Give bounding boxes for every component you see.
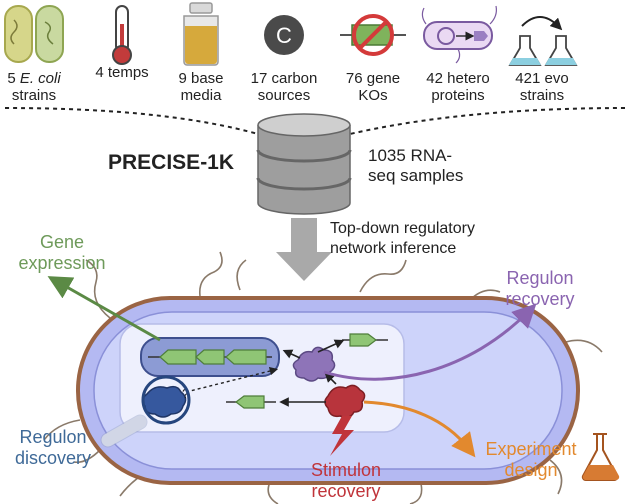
carbon-symbol: C [276,23,292,48]
magnifier-icon [100,375,191,448]
thermometer-icon [112,5,132,65]
label-gene-kos: 76 gene KOs [333,70,413,104]
gene-expression-arrow [47,276,161,342]
label-carbon-sources: 17 carbon sources [240,70,328,104]
stimulon-recovery-label: Stimulon recovery [296,460,396,502]
regulation-arrow-upper-gene [317,339,345,353]
gene-expression-line2: expression [18,253,106,273]
regulation-arrow-operon [282,349,301,359]
evo-strains-line2: strains [519,87,565,104]
gene-expression-line1: Gene [39,232,85,252]
method-line2: network inference [330,240,457,257]
stimulon-recovery-line1: Stimulon [310,460,382,480]
evolution-flasks-icon [508,16,578,66]
carbon-source-icon: C [264,15,304,55]
regulon-recovery-line1: Regulon [506,268,574,288]
operon-gene-3 [225,349,267,365]
samples-line2: seq samples [368,166,464,185]
carbon-sources-line1: 17 carbon [250,70,318,87]
regulon-recovery-arrow [323,303,537,381]
gene-knockout-icon [340,14,406,56]
ecoli-count-text: 5 [7,70,20,87]
temps-text: 4 temps [95,64,149,81]
ecoli-species-text: E. coli [19,70,61,87]
experiment-design-line2: design [504,460,558,480]
experiment-flask-icon [581,433,620,481]
gene-kos-line2: KOs [358,87,388,104]
stimulon-recovery-line2: recovery [311,481,381,501]
heterologous-protein-icon [421,5,497,64]
label-base-media: 9 base media [161,70,241,104]
evo-strains-line1: 421 evo [515,70,569,87]
experiment-design-label: Experiment design [476,439,586,481]
cell-flagella [43,251,603,504]
dataset-title: PRECISE-1K [108,151,235,174]
carbon-sources-line2: sources [257,87,311,104]
stimulus-lightning-icon [330,416,354,456]
gene-upper-right [342,333,388,347]
gene-lower [226,395,276,409]
operon-gene-2 [195,349,225,365]
regulon-discovery-label: Regulon discovery [8,427,98,469]
unknown-regulator-blue [141,385,187,418]
operon-gene-1 [159,349,197,365]
funnel-right-dash [349,107,626,135]
stimulus-regulator-red [324,384,366,419]
samples-label: 1035 RNA- seq samples [368,146,463,186]
experiment-design-arrow [363,400,476,458]
funnel-left-dash [4,107,259,135]
experiment-design-line1: Experiment [485,439,577,459]
method-label: Top-down regulatory network inference [330,219,475,259]
gene-kos-line1: 76 gene [345,70,401,87]
down-arrow [276,218,332,281]
media-bottle-icon [183,2,219,66]
base-media-line1: 9 base [178,70,224,87]
method-line1: Top-down regulatory [330,220,475,237]
ecoli-strains-icon [4,5,64,63]
label-hetero-proteins: 42 hetero proteins [414,70,502,104]
regulon-discovery-line2: discovery [14,448,92,468]
ecoli-strains-text: strains [11,87,57,104]
regulon-recovery-line2: recovery [505,289,575,309]
label-temps: 4 temps [82,64,162,81]
regulon-recovery-label: Regulon recovery [490,268,590,310]
question-mark: ? [182,386,189,401]
operon-genes [148,349,272,365]
base-media-line2: media [180,87,222,104]
regulon-discovery-line1: Regulon [19,427,87,447]
samples-line1: 1035 RNA- [368,146,453,165]
hetero-proteins-line2: proteins [431,87,485,104]
hetero-proteins-line1: 42 hetero [426,70,490,87]
label-ecoli-strains: 5 E. coli strains [0,70,74,104]
activation-arrow-red-to-purple [324,372,337,385]
label-evo-strains: 421 evo strains [502,70,582,104]
gene-expression-label: Gene expression [12,232,112,274]
database-icon [256,113,352,215]
